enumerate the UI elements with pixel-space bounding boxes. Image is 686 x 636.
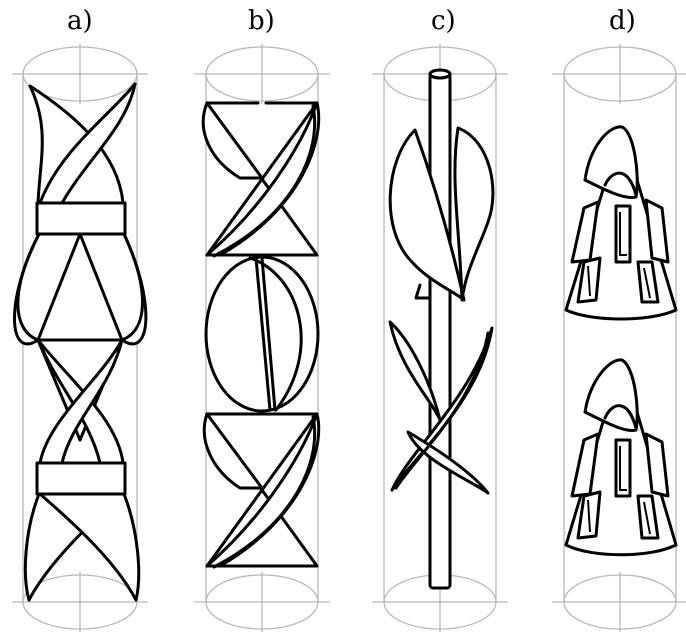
shaft-c bbox=[428, 72, 452, 590]
rotor-b bbox=[194, 44, 330, 632]
band-a-bottom bbox=[35, 461, 127, 496]
guide-cylinder-c bbox=[372, 44, 508, 632]
blade-c2 bbox=[453, 126, 495, 302]
rotor-a bbox=[12, 44, 148, 632]
module-d-bottom bbox=[564, 358, 678, 557]
label-b: b) bbox=[248, 6, 275, 36]
module-b-bottom bbox=[205, 412, 319, 568]
rotor-c bbox=[372, 44, 508, 632]
label-d: d) bbox=[609, 6, 636, 36]
label-c: c) bbox=[431, 6, 456, 36]
blade-a6 bbox=[38, 492, 141, 602]
module-d-top bbox=[564, 125, 678, 321]
rotor-d bbox=[552, 44, 686, 632]
guide-cylinder-d bbox=[552, 44, 686, 632]
label-a: a) bbox=[67, 6, 93, 36]
blade-c1 bbox=[388, 128, 466, 302]
band-a-top bbox=[35, 201, 127, 236]
